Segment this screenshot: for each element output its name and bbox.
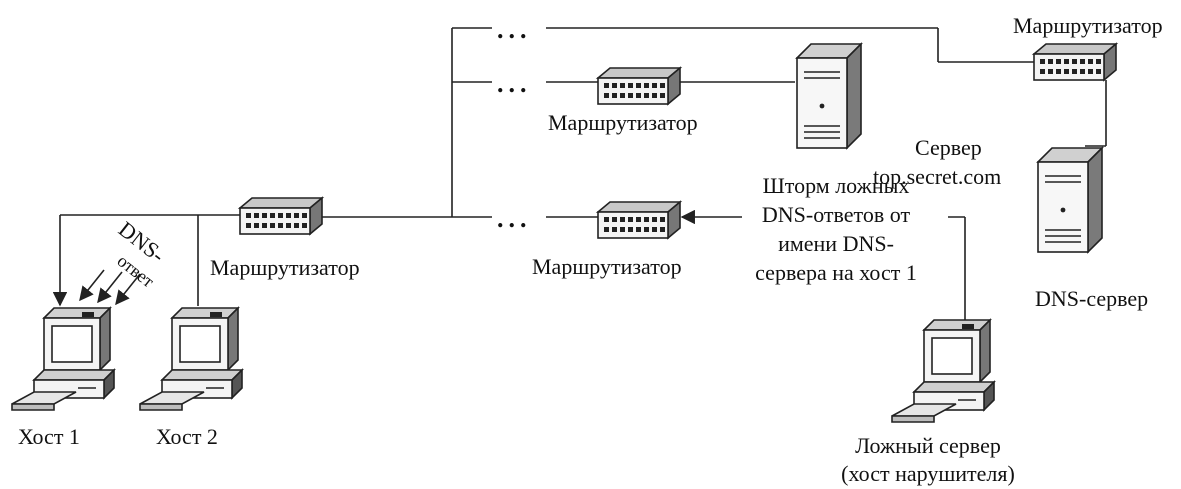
storm-line-1: Шторм ложных [763,173,910,198]
storm-description: Шторм ложных DNS-ответов от имени DNS- с… [755,173,917,285]
dns-reply-arrows [79,269,141,306]
server-domain-label: top.secret.com [873,164,1001,189]
network-links [52,27,1107,320]
router-top-right-label: Маршрутизатор [1013,13,1163,38]
fake-server-icon [891,319,995,423]
server-name-label: Сервер [915,135,982,160]
router-left-label: Маршрутизатор [210,255,360,280]
dns-server-label: DNS-сервер [1035,286,1148,311]
server-top-secret-icon [796,43,862,149]
storm-line-2: DNS-ответов от [762,202,911,227]
ellipsis-bottom: ... [497,204,532,233]
router-bottom-icon [597,201,681,239]
router-top-right-icon [1033,43,1117,81]
fake-server-label-2: (хост нарушителя) [841,461,1015,486]
host-1-label: Хост 1 [18,424,80,449]
ellipsis-middle: ... [497,69,532,98]
router-middle-icon [597,67,681,105]
router-left-icon [239,197,323,235]
storm-line-4: сервера на хост 1 [755,260,917,285]
host-2-label: Хост 2 [156,424,218,449]
storm-line-3: имени DNS- [778,231,894,256]
host-1-icon [11,307,115,411]
dns-server-icon [1037,147,1103,253]
host-2-icon [139,307,243,411]
router-bottom-label: Маршрутизатор [532,254,682,279]
ellipsis-top: ... [497,15,532,44]
router-middle-label: Маршрутизатор [548,110,698,135]
fake-server-label-1: Ложный сервер [855,433,1001,458]
